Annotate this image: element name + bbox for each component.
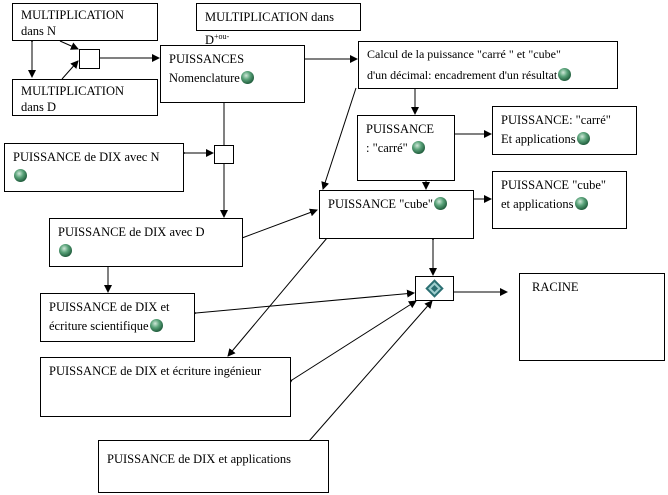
box-text: PUISSANCE de DIX et écriture ingénieur [49, 364, 262, 378]
box-text: PUISSANCE "cube" [328, 197, 433, 211]
box-text: PUISSANCE de DIX avec N [13, 150, 160, 164]
box-text: d'un décimal: encadrement d'un résultat [367, 68, 558, 82]
green-ball-icon[interactable] [434, 197, 447, 210]
superscript: +ou- [214, 32, 230, 41]
box-text: MULTIPLICATION [21, 8, 125, 22]
box-multiplication-d[interactable]: MULTIPLICATION dans D [12, 79, 158, 116]
box-text: Calcul de la puissance "carré " et "cube… [367, 47, 561, 61]
arrow-multd-junction [61, 60, 79, 80]
box-text: PUISSANCES [169, 52, 245, 66]
green-ball-icon[interactable] [411, 141, 425, 154]
arrow-dixd-cube [241, 208, 318, 239]
green-ball-icon[interactable] [59, 244, 72, 257]
green-ball-icon[interactable] [574, 197, 588, 210]
box-text: Et applications [501, 132, 576, 146]
box-dix-avec-n[interactable]: PUISSANCE de DIX avec N [4, 143, 184, 192]
box-carre[interactable]: PUISSANCE : "carré" [357, 115, 455, 181]
box-multiplication-n[interactable]: MULTIPLICATION dans N [12, 3, 158, 41]
box-puissances[interactable]: PUISSANCES Nomenclature [160, 45, 305, 103]
box-dix-avec-d[interactable]: PUISSANCE de DIX avec D [49, 218, 243, 267]
box-multiplication-d-header[interactable]: MULTIPLICATION dans D+ou- [196, 3, 361, 47]
box-text: dans N [21, 24, 57, 38]
arrow-dixsci-diamond [188, 289, 415, 318]
diamond-junction-box[interactable] [415, 276, 454, 301]
box-text: PUISSANCE de DIX et applications [107, 452, 292, 466]
box-text: écriture scientifique [49, 319, 149, 333]
box-text: MULTIPLICATION dans D [205, 10, 335, 48]
box-text: PUISSANCE de DIX avec D [58, 225, 205, 239]
green-ball-icon[interactable] [240, 71, 254, 84]
box-text: MULTIPLICATION [21, 84, 125, 98]
box-text: PUISSANCE de DIX et [49, 300, 170, 314]
box-text: PUISSANCE "cube" [501, 178, 606, 192]
arrow-calcul-cube [321, 87, 357, 190]
diamond-icon [425, 279, 444, 298]
box-text: PUISSANCE: "carré" [501, 113, 611, 127]
green-ball-icon[interactable] [14, 169, 27, 182]
box-text: Nomenclature [169, 71, 240, 85]
box-racine[interactable]: RACINE [519, 273, 665, 361]
green-ball-icon[interactable] [558, 68, 572, 81]
arrow-dixapps-diamond [302, 300, 433, 448]
box-text: et applications [501, 197, 574, 211]
box-text: dans D [21, 100, 57, 114]
box-carre-applications[interactable]: PUISSANCE: "carré" Et applications [492, 106, 637, 155]
box-text: : "carré" [366, 141, 408, 155]
arrow-cube-dixing [227, 237, 328, 357]
arrow-multn-junction [59, 40, 79, 50]
box-cube-applications[interactable]: PUISSANCE "cube" et applications [492, 171, 627, 229]
green-ball-icon[interactable] [576, 132, 590, 145]
box-text: RACINE [532, 280, 579, 294]
box-dix-applications[interactable]: PUISSANCE de DIX et applications [98, 440, 329, 493]
box-text: PUISSANCE [366, 122, 435, 136]
box-dix-scientifique[interactable]: PUISSANCE de DIX et écriture scientifique [40, 293, 195, 342]
box-dix-ingenieur[interactable]: PUISSANCE de DIX et écriture ingénieur [40, 357, 291, 417]
junction-box [214, 145, 234, 164]
junction-box [79, 49, 100, 69]
green-ball-icon[interactable] [149, 319, 163, 332]
box-cube[interactable]: PUISSANCE "cube" [319, 190, 474, 239]
box-calcul[interactable]: Calcul de la puissance "carré " et "cube… [358, 41, 618, 89]
